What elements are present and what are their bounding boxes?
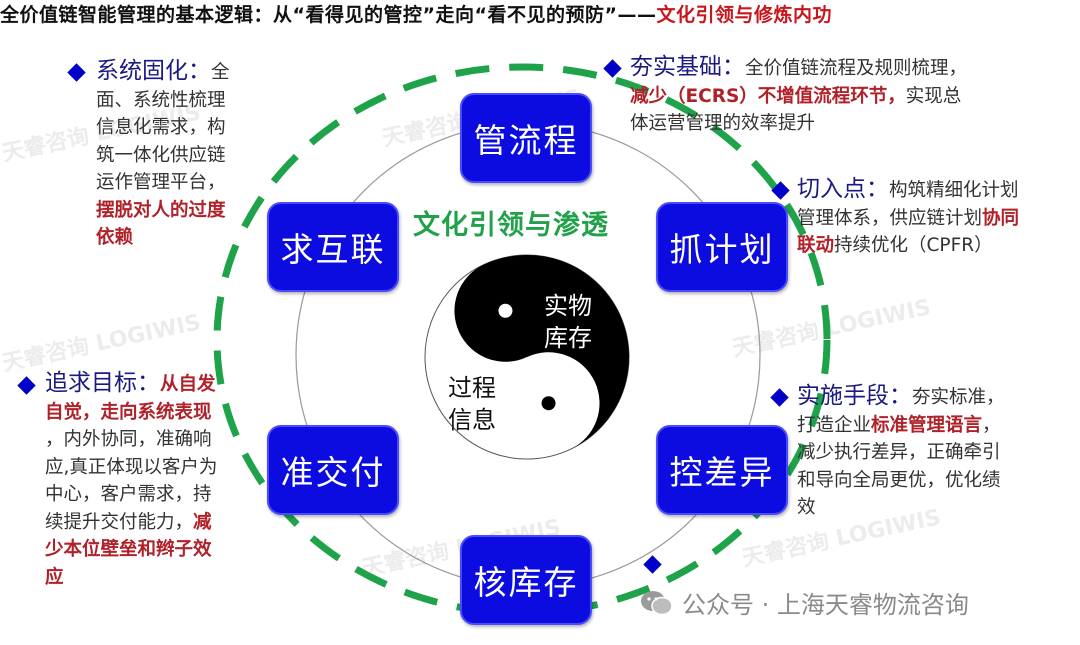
block-text: 运作管理平台， [96,172,226,193]
block-highlight: 依赖 [96,227,134,248]
box-interconnect: 求互联 [267,202,399,292]
block-text: 筑一体化供应链 [96,144,226,166]
block-goal: 追求目标：从自发 自觉，走向系统表现 ，内外协同，准确响 应,真正体现以客户为 … [45,370,260,591]
block-text: 持续优化（CPFR） [834,235,993,256]
box-variance: 控差异 [656,425,788,515]
block-text: ， [982,414,1001,436]
block-heading: 实施手段： [797,383,912,409]
yang-label-line: 过程 [448,374,496,402]
footer-account: 公众号 · 上海天睿物流咨询 [640,585,969,620]
block-highlight: 从自发 [160,374,216,395]
yin-label: 实物 库存 [544,290,592,354]
block-text: 体运营管理的效率提升 [630,113,816,134]
yang-label-line: 信息 [448,406,496,434]
block-entry-point: 切入点：构筑精细化计划 管理体系，供应链计划协同 联动持续优化（CPFR） [797,176,1077,260]
block-implementation: 实施手段：夯实标准， 打造企业标准管理语言， 减少执行差异，正确牵引 和导向全局… [797,383,1077,522]
block-heading: 切入点： [797,176,889,202]
block-text: 信息化需求，构 [96,117,226,138]
block-text: 中心，客户需求，持 [45,484,212,505]
block-highlight: 协同 [982,207,1020,229]
block-heading: 夯实基础： [630,54,745,80]
block-highlight: 减少（ECRS）不增值流程环节， [630,85,906,107]
block-text: 夯实标准， [912,387,1005,408]
block-text: 减少执行差异，正确牵引 [797,442,1001,463]
culture-label: 文化引领与渗透 [413,210,609,241]
block-system: 系统固化：全 面、系统性梳理 信息化需求，构 筑一体化供应链 运作管理平台， 摆… [96,58,261,252]
footer-text: 公众号 · 上海天睿物流咨询 [682,591,969,619]
block-text: 构筑精细化计划 [889,180,1019,201]
box-plan: 抓计划 [656,202,788,292]
yin-label-line: 实物 [544,292,592,320]
block-text: 管理体系，供应链计划 [797,207,983,229]
block-text: 实现总 [905,85,962,107]
block-text: 续提升交付能力， [45,511,194,533]
page-title: 全价值链智能管理的基本逻辑：从“看得见的管控”走向“看不见的预防”——文化引领与… [0,0,1080,27]
block-highlight: 标准管理语言 [871,414,983,436]
box-delivery: 准交付 [267,425,399,515]
block-text: ，内外协同，准确响 [45,429,212,450]
block-highlight: 应 [45,566,64,588]
block-text: 全价值链流程及规则梳理， [745,58,968,79]
block-text: 全 [211,62,230,83]
box-inventory: 核库存 [460,535,592,625]
yin-yang-icon [424,254,630,460]
title-highlight: 文化引领与修炼内功 [656,4,832,26]
block-text: 效 [797,497,816,518]
yang-label: 过程 信息 [448,372,496,436]
block-heading: 追求目标： [45,370,160,396]
block-text: 应,真正体现以客户为 [45,456,218,478]
block-highlight: 自觉，走向系统表现 [45,401,212,423]
block-text: 面、系统性梳理 [96,89,226,111]
block-highlight: 联动 [797,235,835,256]
block-foundation: 夯实基础：全价值链流程及规则梳理， 减少（ECRS）不增值流程环节，实现总 体运… [630,54,1050,138]
block-highlight: 摆脱对人的过度 [96,199,226,221]
wechat-icon [641,590,673,615]
block-text: 打造企业 [797,414,872,436]
block-heading: 系统固化： [96,58,211,84]
box-process: 管流程 [460,93,592,183]
block-highlight: 减 [193,511,212,533]
yin-label-line: 库存 [544,324,592,352]
block-highlight: 少本位壁垒和辫子效 [45,539,212,560]
block-text: 和导向全局更优，优化绩 [797,469,1001,491]
title-main: 全价值链智能管理的基本逻辑：从“看得见的管控”走向“看不见的预防”—— [0,4,657,26]
